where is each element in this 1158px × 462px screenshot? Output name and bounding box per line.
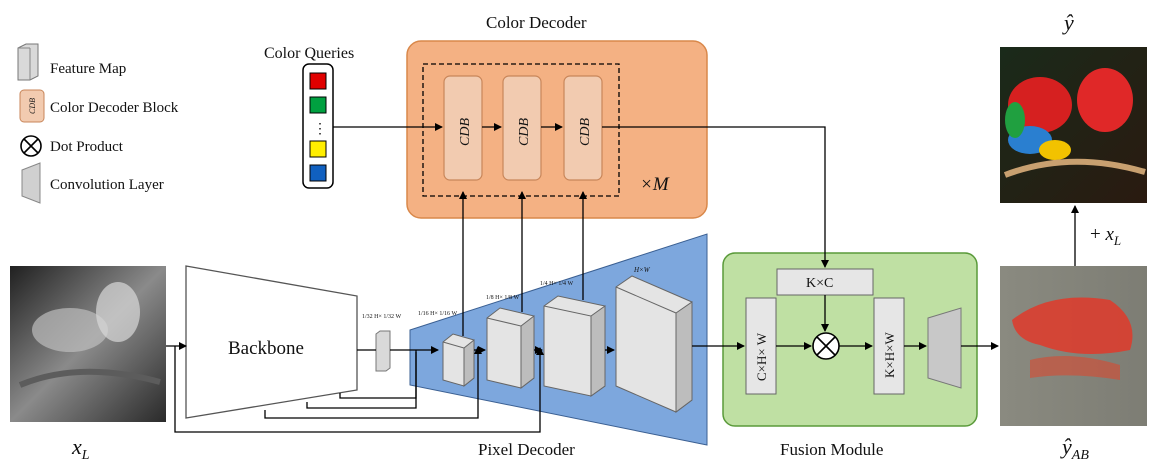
- fusion-module-box: [722, 252, 978, 427]
- convolution-layer-icon: [21, 162, 41, 204]
- plus-xl-label: + xL: [1090, 224, 1121, 248]
- feature-map-1-8: [486, 307, 535, 390]
- backbone-output-feature-map: [375, 330, 391, 372]
- fusion-convolution-layer: [927, 307, 962, 389]
- final-color-image: [1000, 47, 1147, 203]
- scale-1-8-label: 1/8 H× 1/8 W: [486, 295, 519, 301]
- scale-1-32-label: 1/32 H× 1/32 W: [362, 314, 401, 320]
- query-ellipsis: ⋮: [313, 122, 327, 137]
- khw-label: K×H×W: [882, 332, 897, 378]
- legend-color-decoder-block-label: Color Decoder Block: [50, 100, 179, 116]
- chw-box: [745, 297, 777, 395]
- scale-full-label: H×W: [633, 266, 651, 274]
- fusion-module-label: Fusion Module: [780, 440, 883, 459]
- pixel-decoder-label: Pixel Decoder: [478, 440, 575, 459]
- cdb-block-2: CDB: [502, 75, 542, 181]
- cdb-block-2-label: CDB: [517, 118, 532, 146]
- query-yellow: [309, 140, 327, 158]
- cdb-icon: CDB: [19, 89, 45, 123]
- query-blue: [309, 164, 327, 182]
- color-queries-stack: ⋮: [302, 63, 334, 189]
- feature-map-1-4: [543, 295, 606, 397]
- cdb-block-3-label: CDB: [578, 118, 593, 146]
- color-queries-title: Color Queries: [264, 45, 354, 62]
- cdb-block-3: CDB: [563, 75, 603, 181]
- connections: [166, 123, 1079, 433]
- feature-map-icon: [17, 43, 39, 81]
- scale-1-16-label: 1/16 H× 1/16 W: [418, 311, 457, 317]
- kc-label: K×C: [806, 276, 833, 291]
- color-decoder-title: Color Decoder: [486, 13, 587, 32]
- query-green: [309, 96, 327, 114]
- backbone-trapezoid: [185, 265, 358, 419]
- dot-product-operator: [812, 332, 840, 360]
- output-ab-image: [1000, 266, 1147, 426]
- query-red: [309, 72, 327, 90]
- feature-map-full: [615, 275, 693, 413]
- feature-map-1-16: [442, 333, 475, 388]
- input-grayscale-image: [10, 266, 166, 422]
- scale-1-4-label: 1/4 H× 1/4 W: [540, 281, 573, 287]
- backbone-label: Backbone: [228, 338, 304, 359]
- legend: Feature Map CDB Color Decoder Block Dot …: [17, 43, 179, 204]
- cdb-icon-text: CDB: [28, 98, 37, 114]
- legend-convolution-layer-label: Convolution Layer: [50, 177, 164, 193]
- legend-dot-product-label: Dot Product: [50, 139, 124, 155]
- input-label: xL: [71, 434, 90, 462]
- legend-feature-map-label: Feature Map: [50, 61, 126, 77]
- cdb-block-1: CDB: [443, 75, 483, 181]
- output-ab-label: ŷAB: [1060, 434, 1089, 462]
- cdb-block-1-label: CDB: [458, 118, 473, 146]
- repeat-count-label: ×M: [640, 174, 670, 195]
- khw-box: [873, 297, 905, 395]
- final-output-label: ŷ: [1062, 10, 1074, 35]
- chw-label: C×H× W: [754, 332, 769, 381]
- dot-product-icon: [20, 135, 42, 157]
